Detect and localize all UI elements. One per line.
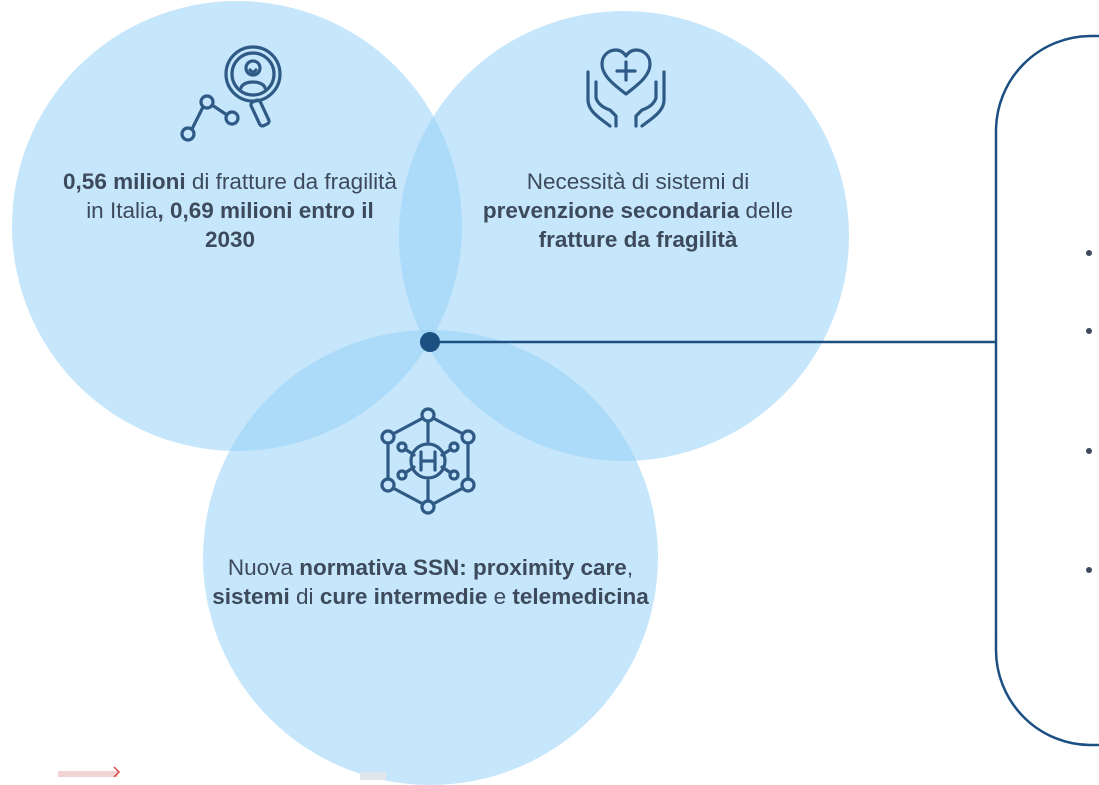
callout-bullet [1086, 567, 1092, 573]
hands-heart-plus-icon [586, 48, 666, 128]
fractures-statistic-text: 0,56 milioni di fratture da fragilità in… [63, 169, 397, 252]
magnifier-person-trend-icon [180, 45, 282, 142]
regulation-text: Nuova normativa SSN: proximity care, sis… [212, 555, 649, 609]
footer-fragment [58, 771, 118, 777]
venn-circle-regulation [203, 330, 658, 785]
callout-bullet [1086, 250, 1092, 256]
callout-bullet [1086, 448, 1092, 454]
footer-fragment-arrow [113, 766, 121, 778]
prevention-need-text: Necessità di sistemi di prevenzione seco… [482, 169, 794, 252]
footer-fragment [360, 772, 386, 780]
callout-box-border [994, 34, 1099, 747]
callout-bullet [1086, 328, 1092, 334]
hospital-network-icon [380, 407, 476, 515]
